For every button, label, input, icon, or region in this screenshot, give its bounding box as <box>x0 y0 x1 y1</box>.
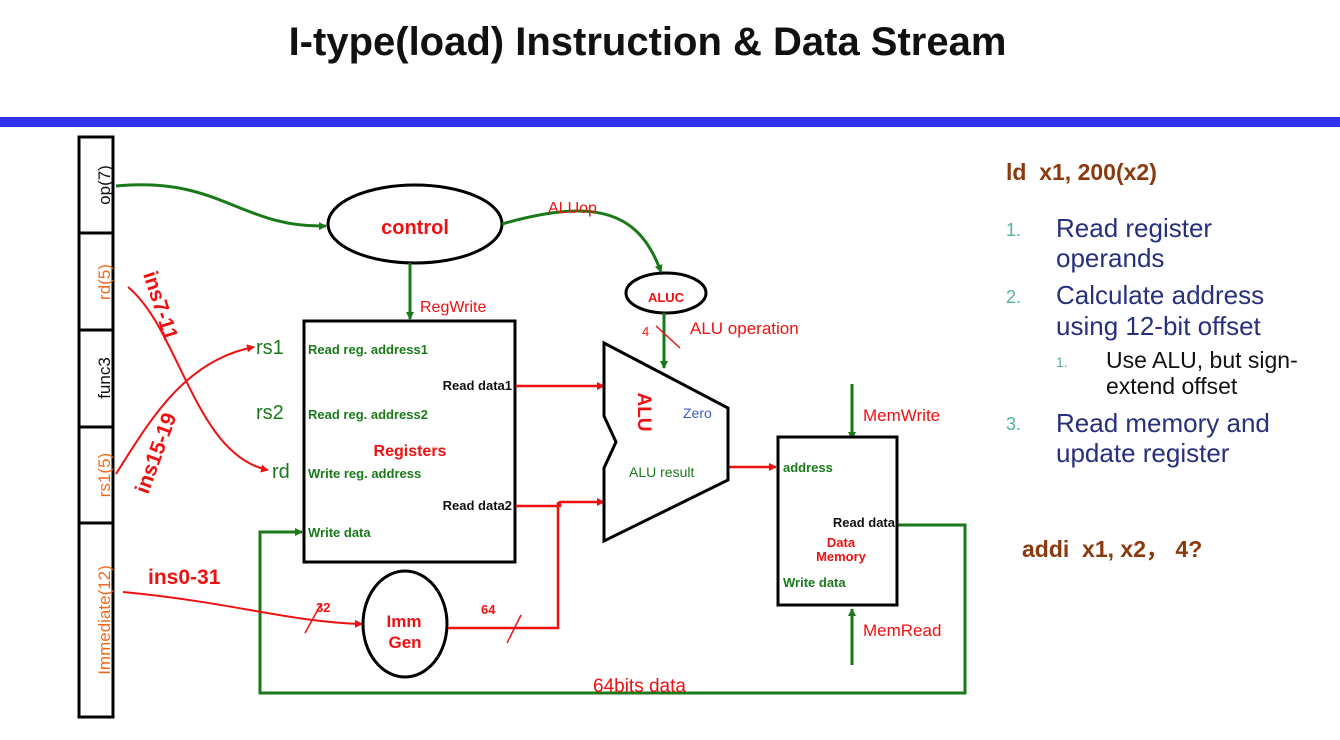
data-memory-block <box>776 435 899 607</box>
aluc-width-tick <box>655 325 681 349</box>
aluop-wire <box>501 209 663 273</box>
writeback-wire <box>258 523 967 695</box>
field-func3: func3 <box>95 357 114 399</box>
aluop-label: ALUop <box>548 200 597 217</box>
op-to-control-wire <box>115 183 327 231</box>
imm-out-width: 64 <box>481 602 496 617</box>
step-3-number: 3. <box>1006 414 1022 434</box>
alu-label: ALU <box>633 392 654 431</box>
step-2-line2: using 12-bit offset <box>1056 311 1261 341</box>
substep-line1: Use ALU, but sign- <box>1106 347 1298 373</box>
reg-read-data2: Read data2 <box>443 498 512 513</box>
immgen-line1: Imm <box>387 612 422 631</box>
field-immediate: Immediate(12) <box>95 565 114 675</box>
alu-unit <box>602 340 730 544</box>
reg-read-addr1: Read reg. address1 <box>308 342 428 357</box>
step-2-line1: Calculate address <box>1056 280 1265 310</box>
aluc-width-label: 4 <box>642 324 649 339</box>
mem-write-data: Write data <box>783 575 846 590</box>
step-1-line2: operands <box>1056 243 1165 273</box>
immgen-out-wire <box>448 502 560 630</box>
mem-title1: Data <box>827 535 856 550</box>
control-label: control <box>381 217 449 239</box>
imm-out-width-tick <box>506 614 522 644</box>
read-data2-wire <box>516 498 605 508</box>
regwrite-label: RegWrite <box>420 299 486 316</box>
instruction-fields: op(7) rd(5) func3 rs1(5) Immediate(12) <box>77 135 115 719</box>
port-rs1: rs1 <box>256 337 284 359</box>
reg-read-addr2: Read reg. address2 <box>308 407 428 422</box>
rs1-field-wire <box>115 344 255 475</box>
question-text: addi x1, x2， 4? <box>1022 536 1203 562</box>
alu-zero: Zero <box>683 405 712 421</box>
step-3-line1: Read memory and <box>1056 408 1270 438</box>
mem-title2: Memory <box>816 549 867 564</box>
reg-write-addr: Write reg. address <box>308 466 421 481</box>
substep-number: 1. <box>1056 354 1068 370</box>
immgen-line2: Gen <box>388 633 421 652</box>
reg-read-data1: Read data1 <box>443 378 512 393</box>
alu-result: ALU result <box>629 464 694 480</box>
port-rd: rd <box>272 461 290 483</box>
page-title: I-type(load) Instruction & Data Stream <box>288 20 1007 64</box>
mem-address: address <box>783 460 833 475</box>
step-2-number: 2. <box>1006 287 1022 307</box>
instruction-text: ld x1, 200(x2) <box>1006 159 1157 185</box>
step-3-line2: update register <box>1056 438 1230 468</box>
registers-block <box>302 319 517 564</box>
immgen-unit <box>361 569 449 679</box>
substep-line2: extend offset <box>1106 373 1238 399</box>
mem-read-data: Read data <box>833 515 896 530</box>
ins0-31-label: ins0-31 <box>148 566 221 589</box>
title-divider <box>0 117 1340 127</box>
aluc-unit <box>624 271 708 315</box>
reg-title: Registers <box>374 443 447 460</box>
port-rs2: rs2 <box>256 402 284 424</box>
step-1-line1: Read register <box>1056 213 1213 243</box>
ins15-19-label: ins15-19 <box>131 410 181 497</box>
alu-operation-label: ALU operation <box>690 319 799 338</box>
field-rs1: rs1(5) <box>95 453 114 497</box>
memwrite-label: MemWrite <box>863 406 940 425</box>
field-rd: rd(5) <box>95 264 114 300</box>
aluc-label: ALUC <box>648 290 685 305</box>
reg-write-data: Write data <box>308 525 371 540</box>
imm-in-width-tick <box>304 603 322 634</box>
imm-field-wire <box>122 591 363 628</box>
writeback-label: 64bits data <box>593 676 686 697</box>
step-1-number: 1. <box>1006 220 1022 240</box>
rd-field-wire <box>127 286 269 473</box>
imm-in-width: 32 <box>316 600 330 615</box>
field-op: op(7) <box>95 165 114 205</box>
memread-label: MemRead <box>863 621 941 640</box>
